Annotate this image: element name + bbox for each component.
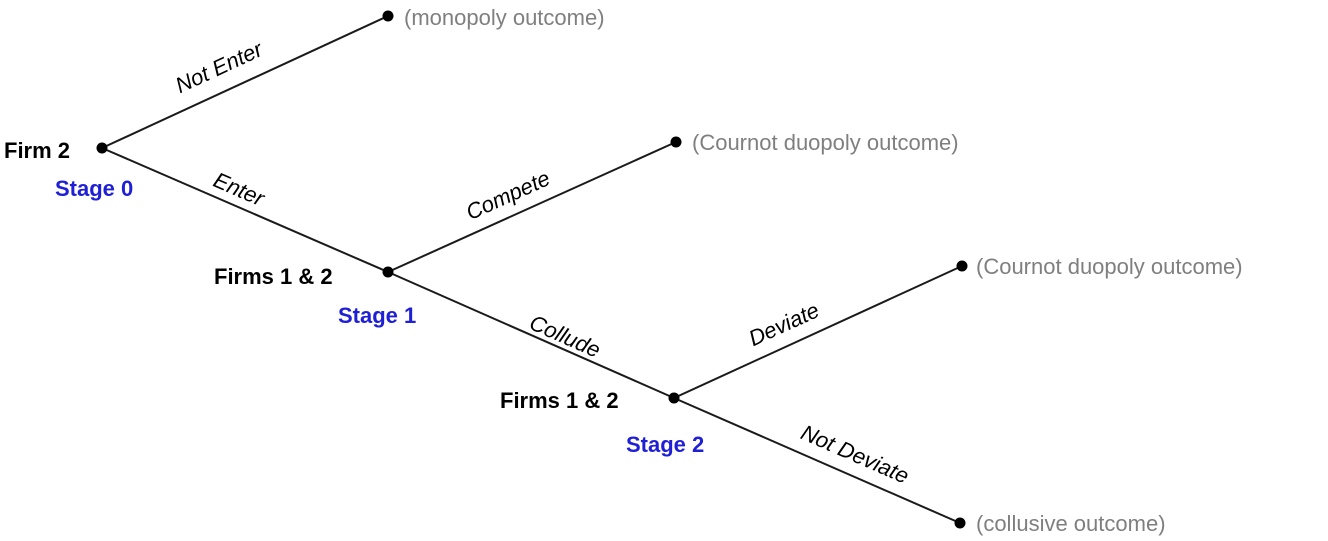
action-label-collude: Collude xyxy=(526,310,604,363)
edge-not-enter xyxy=(101,15,389,149)
action-label-not-enter: Not Enter xyxy=(171,36,267,98)
node-firms12-stage2 xyxy=(668,392,680,404)
node-firms12-stage1 xyxy=(382,266,394,278)
terminal-node-collusive xyxy=(954,517,966,529)
terminal-node-cournot-1 xyxy=(670,136,682,148)
node-firm2-stage0 xyxy=(96,142,108,154)
edge-collude xyxy=(387,271,675,399)
action-label-enter: Enter xyxy=(210,167,270,211)
player-label-firms12-stage2: Firms 1 & 2 xyxy=(500,388,619,413)
stage-label-1: Stage 1 xyxy=(338,303,416,328)
action-label-compete: Compete xyxy=(462,165,554,225)
edge-enter xyxy=(101,147,389,273)
edge-compete xyxy=(387,141,677,273)
action-label-deviate: Deviate xyxy=(745,297,823,351)
action-label-not-deviate: Not Deviate xyxy=(797,420,912,489)
edge-not-deviate xyxy=(673,397,961,524)
outcome-label-collusive: (collusive outcome) xyxy=(976,511,1166,536)
player-label-firm2: Firm 2 xyxy=(4,138,70,163)
stage-label-0: Stage 0 xyxy=(55,176,133,201)
outcome-label-monopoly: (monopoly outcome) xyxy=(404,5,605,30)
edge-deviate xyxy=(673,265,963,399)
terminal-node-monopoly xyxy=(382,10,394,22)
stage-label-2: Stage 2 xyxy=(626,432,704,457)
outcome-label-cournot-1: (Cournot duopoly outcome) xyxy=(692,130,959,155)
outcome-label-cournot-2: (Cournot duopoly outcome) xyxy=(976,254,1243,279)
terminal-node-cournot-2 xyxy=(956,260,968,272)
player-label-firms12-stage1: Firms 1 & 2 xyxy=(214,264,333,289)
